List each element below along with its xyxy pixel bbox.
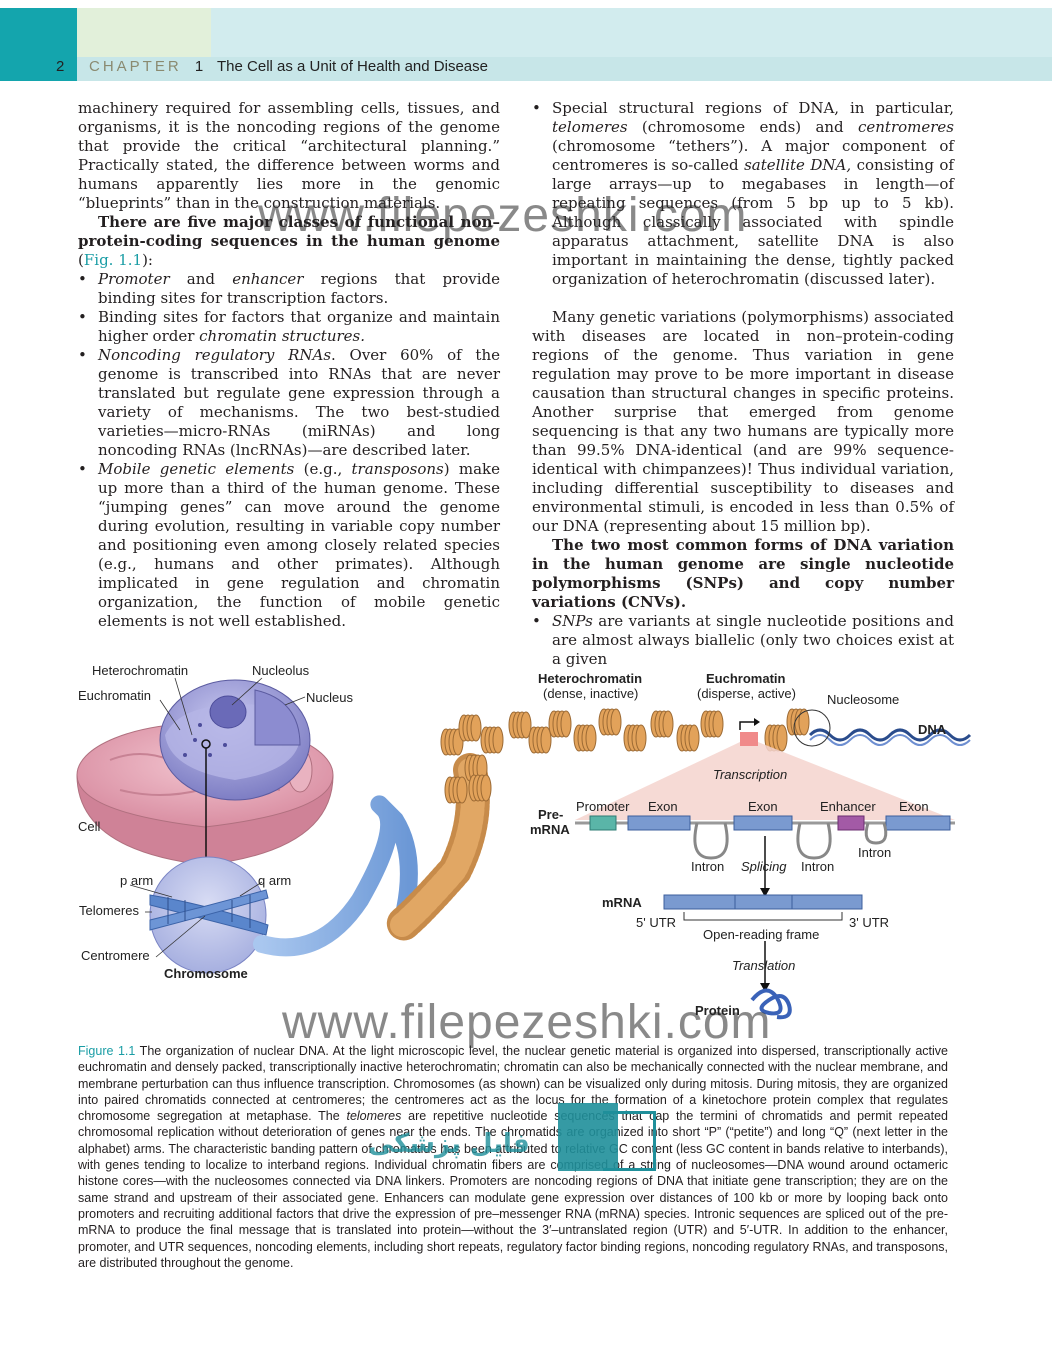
nucleosome-bead: [598, 708, 622, 736]
label-exon-3: Exon: [899, 799, 929, 814]
label-nucleolus: Nucleolus: [252, 663, 310, 678]
bullet-list: Special structural regions of DNA, in pa…: [532, 99, 954, 289]
nucleosome-bead: [468, 774, 492, 802]
figure-reference-link[interactable]: Fig. 1.1: [83, 251, 143, 269]
label-exon-1: Exon: [648, 799, 678, 814]
label-enhancer: Enhancer: [820, 799, 876, 814]
label-centromere: Centromere: [81, 948, 150, 963]
nucleosome-bead: [508, 711, 532, 739]
label-transcription: Transcription: [713, 767, 787, 782]
label-translation: Translation: [732, 958, 795, 973]
figure-caption: Figure 1.1 The organization of nuclear D…: [78, 1044, 948, 1270]
label-promoter: Promoter: [576, 799, 630, 814]
list-item: Promoter and enhancer regions that provi…: [78, 270, 500, 308]
label-pre-mrna-1: Pre-: [538, 807, 563, 822]
nucleosome-bead: [480, 726, 504, 754]
nucleosome-chain: [440, 708, 810, 804]
label-telomeres: Telomeres: [79, 903, 139, 918]
label-dna: DNA: [918, 722, 947, 737]
paragraph: machinery required for assembling cells,…: [78, 99, 500, 212]
label-euchromatin: Euchromatin: [78, 688, 151, 703]
label-q-arm: q arm: [258, 873, 291, 888]
nucleosome-bead: [700, 710, 724, 738]
list-item: Noncoding regulatory RNAs. Over 60% of t…: [78, 346, 500, 460]
label-p-arm: p arm: [120, 873, 153, 888]
label-5-utr: 5' UTR: [636, 915, 676, 930]
nucleosome-bead: [786, 708, 810, 736]
label-exon-2: Exon: [748, 799, 778, 814]
mrna-track: [663, 894, 863, 921]
label-chromosome: Chromosome: [164, 966, 248, 981]
protein-squiggle: [750, 988, 792, 1020]
watermark-text: www.filepezeshki.com: [258, 189, 748, 242]
nucleosome-highlight: [793, 709, 831, 747]
chapter-title: The Cell as a Unit of Health and Disease: [217, 58, 488, 75]
left-column: machinery required for assembling cells,…: [78, 99, 500, 631]
nucleosome-bead: [528, 726, 552, 754]
label-intron-2: Intron: [801, 859, 834, 874]
nucleosome-bead: [548, 710, 572, 738]
watermark-logo: فایل پزشکی: [368, 1103, 668, 1173]
nucleosome-bead: [444, 776, 468, 804]
figure-1-1: Heterochromatin Nucleolus Euchromatin Nu…: [76, 663, 972, 1020]
nucleosome-bead: [676, 724, 700, 752]
label-splicing: Splicing: [741, 859, 787, 874]
label-mrna: mRNA: [602, 895, 642, 910]
page-number: 2: [56, 58, 65, 75]
chromosome-illustration: [129, 856, 269, 974]
right-column: Special structural regions of DNA, in pa…: [532, 99, 954, 669]
nucleosome-bead: [764, 724, 788, 752]
label-protein: Protein: [695, 1003, 740, 1018]
label-euchromatin-sub: (disperse, active): [697, 686, 796, 701]
label-heterochromatin-sub: (dense, inactive): [543, 686, 638, 701]
list-item: Mobile genetic elements (e.g., transposo…: [78, 460, 500, 631]
label-nucleus: Nucleus: [306, 690, 353, 705]
label-euchromatin-title: Euchromatin: [706, 671, 786, 686]
nucleosome-bead: [573, 724, 597, 752]
label-heterochromatin: Heterochromatin: [92, 663, 188, 678]
bullet-list: SNPs are variants at single nucleotide p…: [532, 612, 954, 669]
label-heterochromatin-title: Heterochromatin: [538, 671, 642, 686]
nucleosome-bead: [440, 728, 464, 756]
paragraph: There are five major classes of function…: [78, 213, 500, 269]
chapter-label: CHAPTER 1: [89, 58, 204, 75]
label-intron-3: Intron: [858, 845, 891, 860]
nucleosome-bead: [650, 710, 674, 738]
list-item: Special structural regions of DNA, in pa…: [532, 99, 954, 289]
label-cell: Cell: [78, 819, 101, 834]
label-3-utr: 3' UTR: [849, 915, 889, 930]
paragraph: Many genetic variations (polymorphisms) …: [532, 308, 954, 535]
nucleus-illustration: [159, 679, 311, 870]
chromatin-fiber: [253, 795, 418, 957]
nucleosome-bead: [458, 714, 482, 742]
bullet-list: Promoter and enhancer regions that provi…: [78, 270, 500, 631]
label-open-reading-frame: Open-reading frame: [703, 927, 819, 942]
header-title-strip: [77, 57, 1052, 81]
transcription-fan: [575, 742, 955, 820]
label-intron-1: Intron: [691, 859, 724, 874]
header-teal-block: [0, 8, 77, 81]
list-item: Binding sites for factors that organize …: [78, 308, 500, 346]
figure-labels: Heterochromatin Nucleolus Euchromatin Nu…: [78, 663, 947, 1018]
nucleosome-bead: [623, 724, 647, 752]
paragraph: The two most common forms of DNA variati…: [532, 536, 954, 611]
label-pre-mrna-2: mRNA: [530, 822, 570, 837]
label-nucleosome: Nucleosome: [827, 692, 899, 707]
pre-mrna-track: [575, 815, 955, 860]
list-item: SNPs are variants at single nucleotide p…: [532, 612, 954, 669]
watermark-text: www.filepezeshki.com: [282, 996, 772, 1049]
